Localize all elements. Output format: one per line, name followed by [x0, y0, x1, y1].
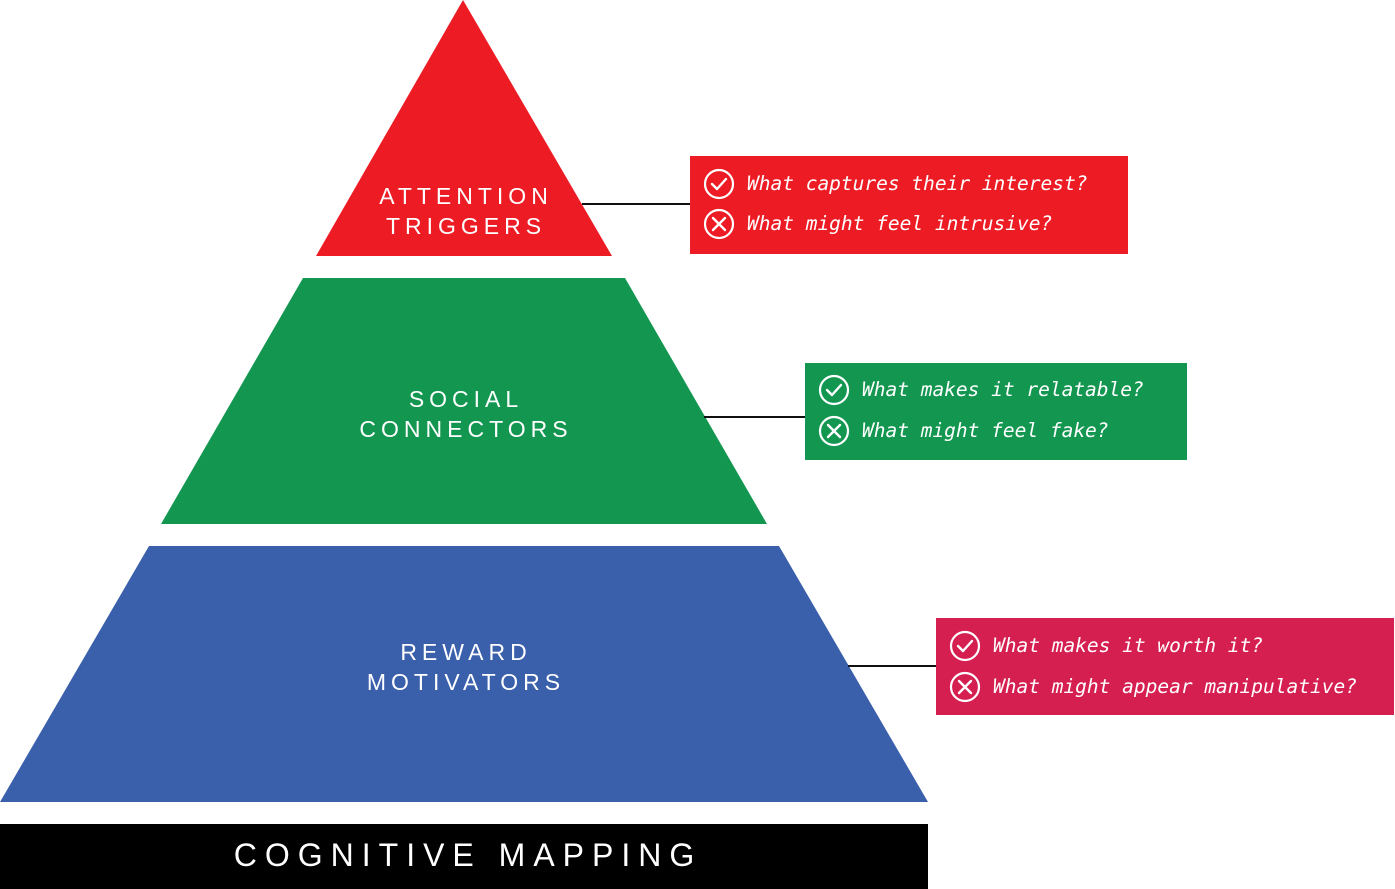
reward-tier-label-line2: MOTIVATORS: [367, 669, 565, 695]
x-circle-icon: [818, 415, 850, 447]
footer-title: COGNITIVE MAPPING: [234, 837, 702, 873]
social-positive-question: What makes it relatable?: [862, 378, 1144, 401]
attention-tier-label-line1: ATTENTION: [379, 183, 553, 209]
check-circle-icon: [703, 168, 735, 200]
social-tier-label-line2: CONNECTORS: [359, 416, 572, 442]
footer-bar: [0, 824, 928, 889]
check-circle-icon: [818, 374, 850, 406]
reward-motivators-tier: [0, 546, 928, 802]
attention-callout-box: [690, 156, 1128, 254]
reward-callout: What makes it worth it? What might appea…: [936, 618, 1394, 715]
social-callout: What makes it relatable? What might feel…: [805, 363, 1187, 460]
attention-negative-question: What might feel intrusive?: [747, 212, 1052, 235]
attention-tier-label-line2: TRIGGERS: [386, 213, 546, 239]
social-callout-box: [805, 363, 1187, 460]
check-circle-icon: [949, 630, 981, 662]
social-negative-question: What might feel fake?: [862, 419, 1109, 442]
reward-negative-question: What might appear manipulative?: [993, 675, 1357, 698]
social-tier-label-line1: SOCIAL: [409, 386, 523, 412]
x-circle-icon: [949, 671, 981, 703]
attention-callout: What captures their interest? What might…: [690, 156, 1128, 254]
attention-positive-question: What captures their interest?: [747, 172, 1087, 195]
reward-callout-box: [936, 618, 1394, 715]
attention-triggers-tier: [316, 0, 612, 256]
reward-positive-question: What makes it worth it?: [993, 634, 1263, 657]
reward-tier-label-line1: REWARD: [400, 639, 531, 665]
social-connectors-tier: [161, 278, 767, 524]
x-circle-icon: [703, 208, 735, 240]
